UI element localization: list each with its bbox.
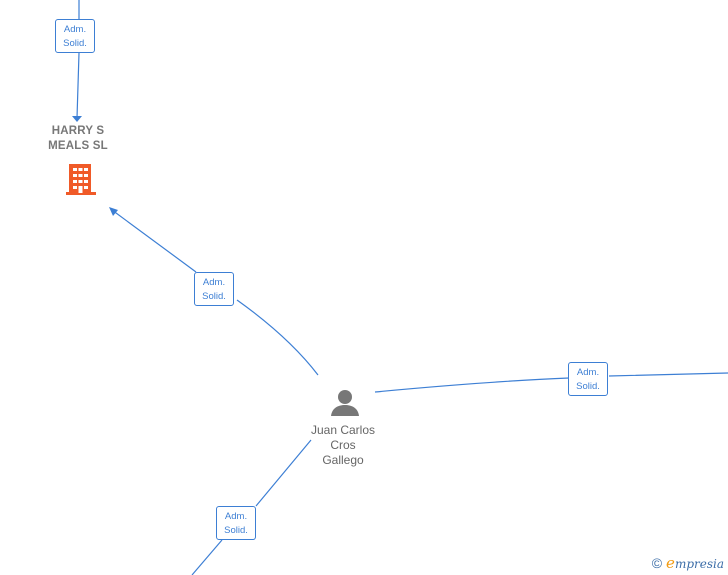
edge-label-bottom[interactable]: Adm. Solid. (216, 506, 256, 540)
company-name[interactable]: HARRY S MEALS SL (28, 124, 128, 154)
person-name[interactable]: Juan Carlos Cros Gallego (293, 423, 393, 468)
edge-person-to-company[interactable] (111, 209, 319, 376)
person-icon[interactable] (330, 388, 360, 418)
person-name-line1: Juan Carlos (310, 423, 376, 437)
brand-wordmark: empresia (666, 554, 724, 572)
edge-person-to-bottom[interactable] (191, 439, 312, 575)
edge-top-to-company[interactable] (76, 0, 80, 119)
building-icon[interactable] (65, 162, 97, 196)
edge-label-right[interactable]: Adm. Solid. (568, 362, 608, 396)
copyright-symbol: © (651, 555, 663, 571)
edge-label-line1: Adm. (576, 367, 600, 378)
person-name-line3: Gallego (322, 453, 364, 467)
edge-label-line2: Solid. (224, 525, 248, 536)
edge-label-line2: Solid. (576, 381, 600, 392)
brand-logo: © empresia (652, 554, 724, 572)
edge-label-line1: Adm. (63, 24, 87, 35)
edge-label-top[interactable]: Adm. Solid. (55, 19, 95, 53)
edge-label-line1: Adm. (202, 277, 226, 288)
person-name-line2: Cros (330, 438, 356, 452)
edge-arrowhead-company-top (72, 116, 82, 122)
edge-label-line1: Adm. (224, 511, 248, 522)
edge-arrowhead-company-person (109, 207, 118, 216)
brand-rest: mpresia (674, 557, 724, 571)
edge-label-company[interactable]: Adm. Solid. (194, 272, 234, 306)
edge-person-to-right[interactable] (374, 372, 728, 393)
brand-e: e (666, 554, 675, 572)
edge-label-line2: Solid. (63, 38, 87, 49)
company-name-line2: MEALS SL (48, 140, 108, 152)
edge-label-line2: Solid. (202, 291, 226, 302)
company-name-line1: HARRY S (51, 125, 105, 137)
